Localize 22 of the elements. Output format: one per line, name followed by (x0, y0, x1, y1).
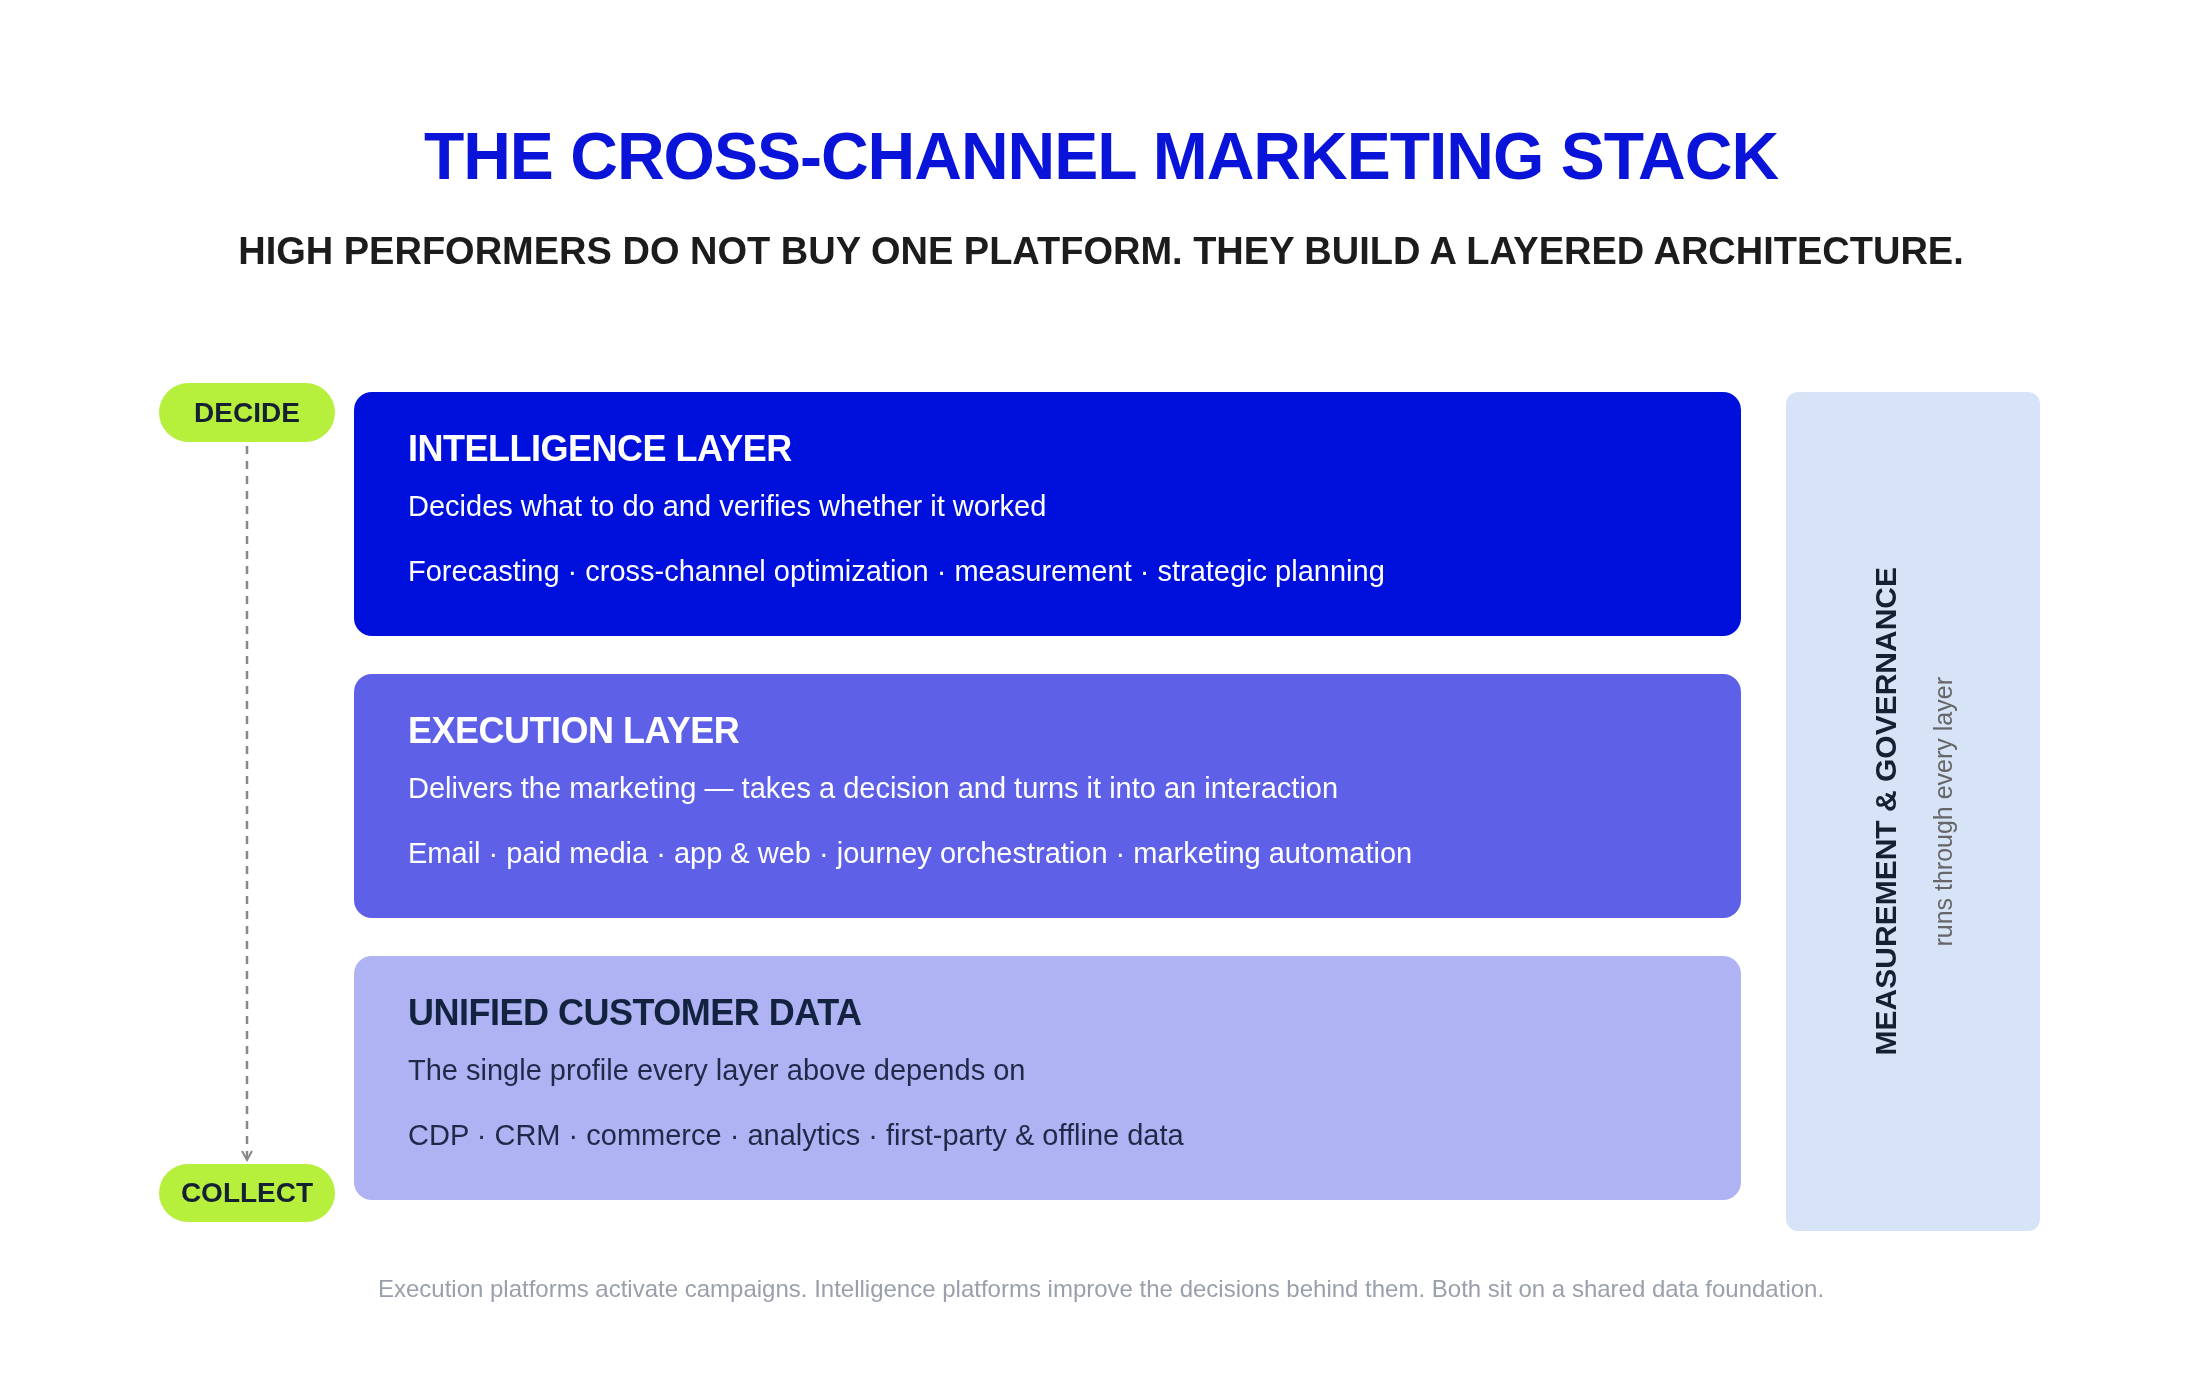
layer-heading: INTELLIGENCE LAYER (408, 428, 792, 470)
layer-description: Delivers the marketing — takes a decision and turns it into an interaction (408, 772, 1339, 805)
layer-heading: UNIFIED CUSTOMER DATA (408, 992, 862, 1034)
layer-card (354, 392, 1741, 636)
panel-subtext: runs through every layer (1928, 676, 1958, 947)
caption: Execution platforms activate campaigns. Intelligence platforms improve the decisions behind them. Both sit on a shared data foundation. (376, 1275, 1826, 1303)
layer-card (354, 956, 1741, 1200)
layer-description: The single profile every layer above depends on (408, 1054, 1026, 1087)
layer-examples: Email · paid media · app & web · journey orchestration · marketing automation (408, 837, 1413, 870)
stage-label: COLLECT (180, 1177, 314, 1209)
dashed-arrow (241, 446, 253, 1161)
layer-heading: EXECUTION LAYER (408, 710, 740, 752)
title: THE CROSS-CHANNEL MARKETING STACK (422, 118, 1780, 194)
layer-description: Decides what to do and verifies whether it worked (408, 490, 1047, 523)
layer-examples: Forecasting · cross-channel optimization · measurement · strategic planning (408, 555, 1385, 588)
panel-heading: MEASUREMENT & GOVERNANCE (1868, 567, 1903, 1056)
layer-card (354, 674, 1741, 918)
layer-examples: CDP · CRM · commerce · analytics · first-party & offline data (408, 1119, 1184, 1152)
subtitle: HIGH PERFORMERS DO NOT BUY ONE PLATFORM. THEY BUILD A LAYERED ARCHITECTURE. (237, 230, 1965, 273)
side-panel (1786, 392, 2040, 1231)
stage-label: DECIDE (194, 396, 300, 429)
stage-pill (159, 1164, 335, 1222)
